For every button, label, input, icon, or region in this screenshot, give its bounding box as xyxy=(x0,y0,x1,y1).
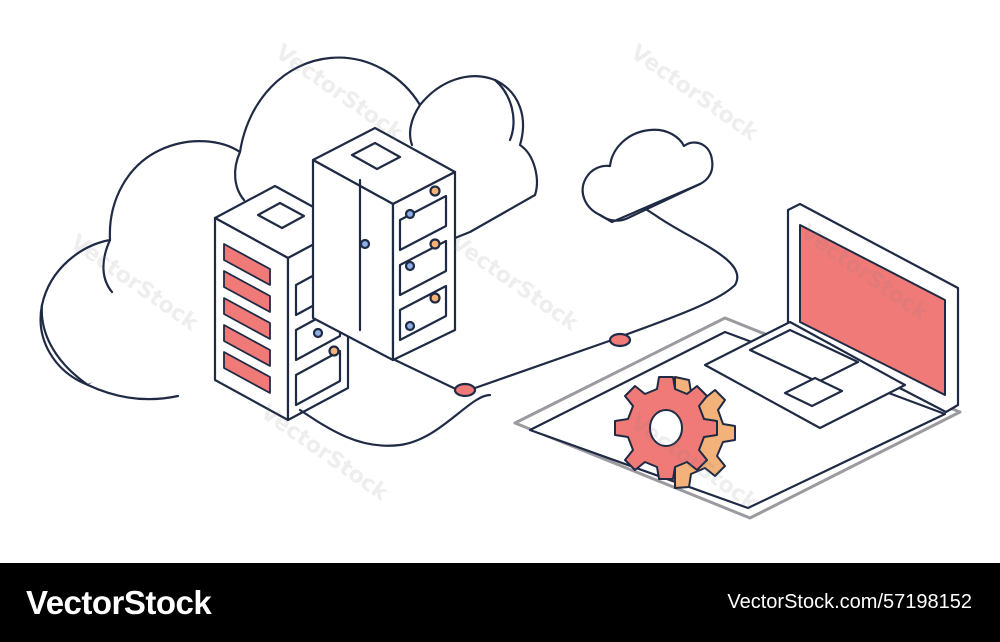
illustration: VectorStock VectorStock VectorStock Vect… xyxy=(39,40,962,520)
brand-logo: VectorStock xyxy=(26,583,212,621)
gear-icon xyxy=(614,376,736,489)
laptop-icon xyxy=(513,202,962,520)
connector-node-1 xyxy=(453,382,477,398)
footer-bar: VectorStock VectorStock.com/57198152 xyxy=(0,563,1000,642)
connector-node-2 xyxy=(608,332,632,348)
cloud-computing-illustration xyxy=(39,56,962,520)
small-cloud-icon xyxy=(581,128,714,224)
server-rack-right-icon xyxy=(311,126,457,362)
image-id-label: VectorStock.com/57198152 xyxy=(727,591,972,613)
